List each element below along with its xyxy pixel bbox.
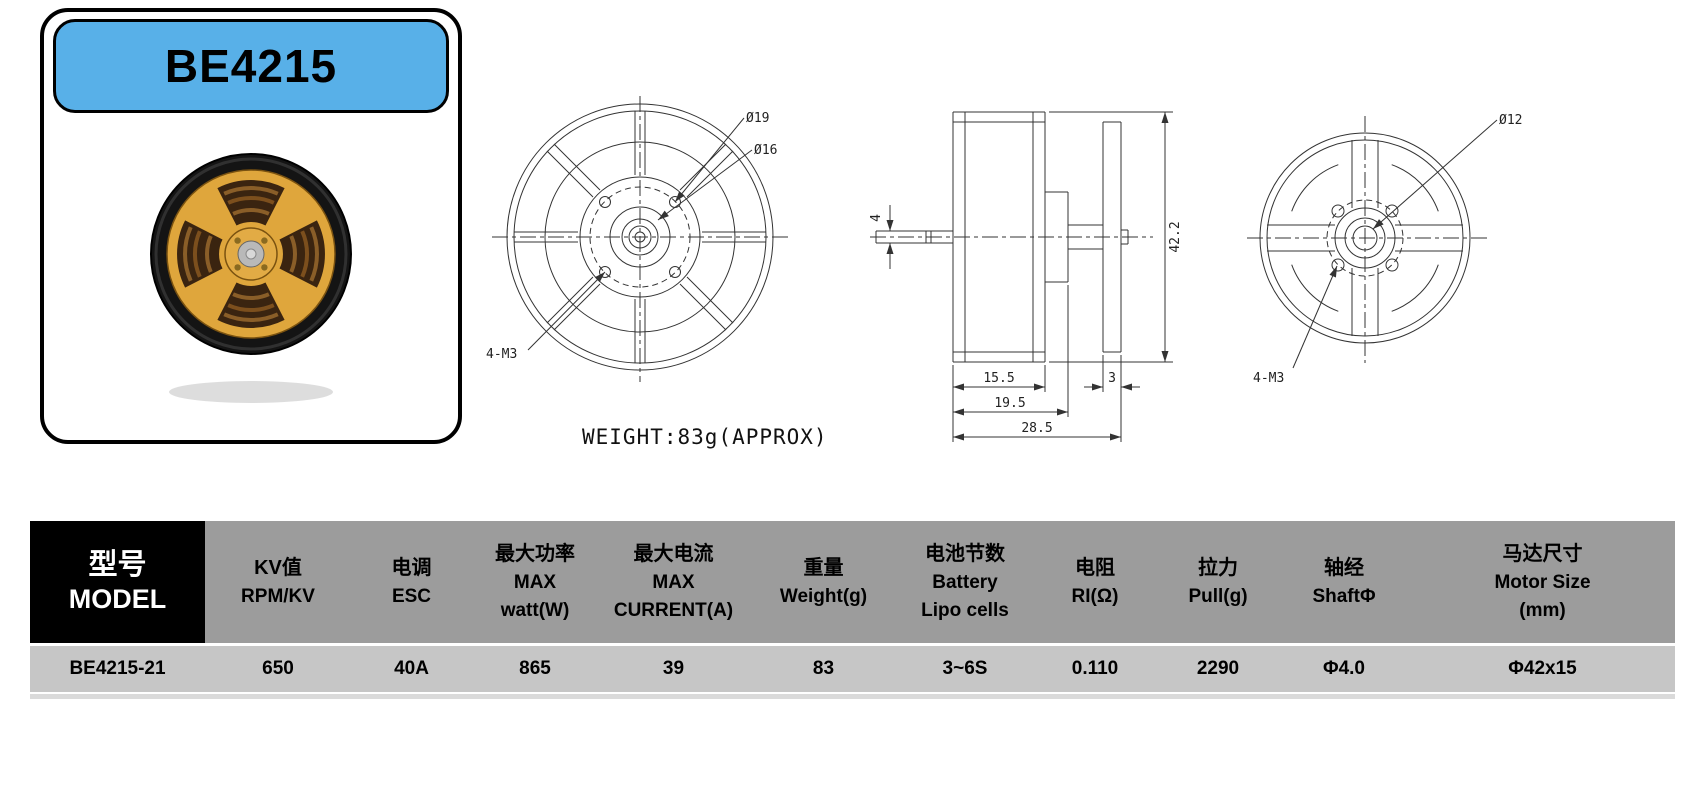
col-header-max-current: 最大电流 MAX CURRENT(A): [613, 542, 734, 621]
cell-weight: 83: [812, 658, 835, 679]
spec-table-header-row: 型号 MODEL KV值 RPM/KV 电调 ESC 最大功率 MAX watt…: [30, 521, 1675, 643]
cell-kv: 650: [262, 658, 294, 679]
model-badge-label: BE4215: [164, 40, 338, 92]
cell-resistance: 0.110: [1071, 658, 1119, 679]
cell-esc: 40A: [394, 658, 429, 679]
table-bottom-strip: [30, 694, 1675, 699]
spec-table-data-row: BE4215-21 650 40A 865 39 83 3~6S 0.110 2…: [30, 646, 1675, 692]
cell-battery: 3~6S: [942, 658, 988, 679]
cell-pull: 2290: [1196, 658, 1240, 679]
dim-label-shaft-dia: 4: [869, 214, 884, 222]
side-view-drawing: 4 42.2 15.5 3 19.5 28.5: [869, 111, 1183, 442]
dim-label-total-length: 28.5: [1021, 421, 1052, 436]
weight-note: WEIGHT:83g(APPROX): [582, 425, 828, 449]
cell-max-watt: 865: [519, 658, 551, 679]
product-card: BE4215: [40, 8, 462, 444]
col-header-battery: 电池节数 Battery Lipo cells: [921, 542, 1009, 621]
model-badge: BE4215: [53, 19, 449, 113]
cell-shaft: Φ4.0: [1322, 658, 1365, 679]
dim-label-flange: 3: [1108, 371, 1116, 386]
col-header-pull: 拉力 Pull(g): [1188, 556, 1248, 607]
col-header-motor-size: 马达尺寸 Motor Size (mm): [1494, 542, 1591, 621]
col-header-kv: KV值 RPM/KV: [241, 556, 315, 607]
col-header-weight: 重量 Weight(g): [779, 556, 868, 607]
dim-label-length2: 19.5: [994, 396, 1025, 411]
cell-model: BE4215-21: [69, 658, 166, 679]
col-header-max-watt: 最大功率 MAX watt(W): [495, 542, 575, 621]
back-view-drawing: Ø12 4-M3: [1247, 113, 1522, 386]
motor-photo: [131, 124, 371, 419]
col-header-model: 型号 MODEL: [30, 521, 205, 643]
col-header-resistance: 电阻 RI(Ω): [1071, 556, 1119, 607]
spec-table: 型号 MODEL KV值 RPM/KV 电调 ESC 最大功率 MAX watt…: [30, 521, 1675, 692]
col-header-shaft: 轴经 ShaftΦ: [1312, 556, 1376, 607]
dim-label-dia16: Ø16: [754, 143, 777, 158]
dim-label-bell-length: 15.5: [983, 371, 1014, 386]
front-view-drawing: Ø19 Ø16 4-M3: [486, 96, 790, 382]
dim-label-height: 42.2: [1168, 221, 1183, 252]
cell-motor-size: Φ42x15: [1508, 658, 1577, 679]
motor-photo-image: [150, 153, 352, 403]
col-header-esc: 电调 ESC: [391, 556, 432, 607]
dim-label-front-mount: 4-M3: [486, 347, 517, 362]
dim-label-dia19: Ø19: [746, 111, 769, 126]
cell-max-current: 39: [662, 658, 685, 679]
dim-label-back-mount: 4-M3: [1253, 371, 1284, 386]
dim-label-dia12: Ø12: [1499, 113, 1522, 128]
